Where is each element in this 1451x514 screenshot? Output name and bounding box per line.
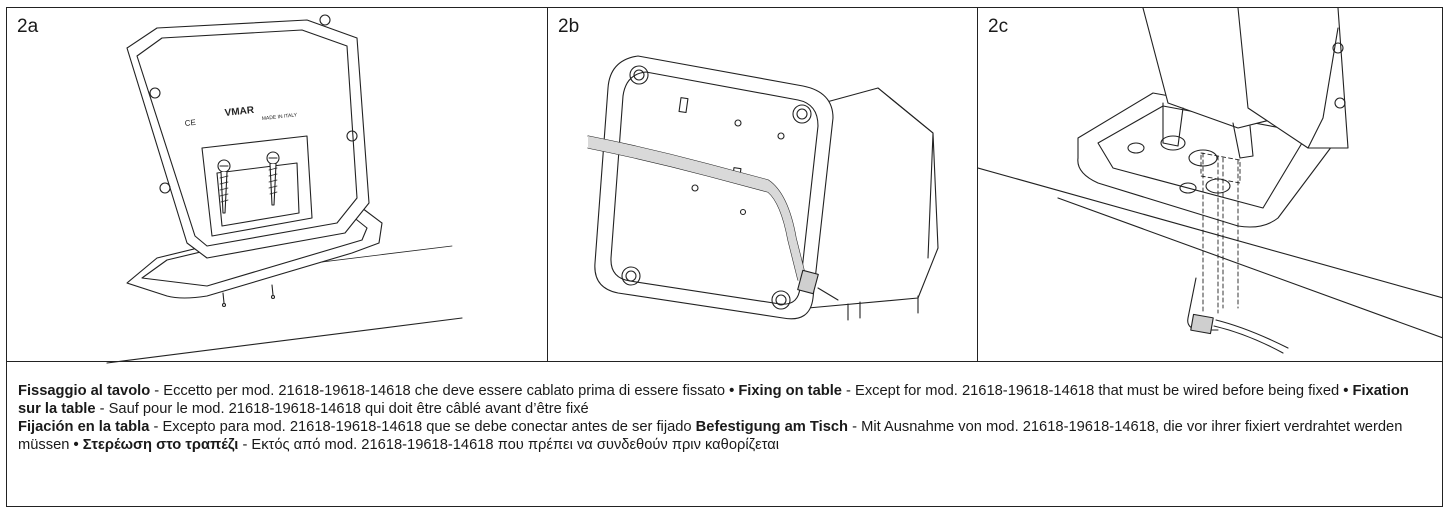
table-edge-line xyxy=(106,317,463,364)
hook xyxy=(1334,97,1346,109)
figure-2b-label: 2b xyxy=(558,16,580,37)
small-hole xyxy=(734,119,742,127)
panel-divider xyxy=(547,8,548,361)
caption-separator xyxy=(7,361,1442,362)
base-plate xyxy=(594,55,834,320)
hidden-channel xyxy=(1202,152,1239,314)
hook xyxy=(1332,42,1344,54)
ce-mark: CE xyxy=(184,118,196,128)
caption-en-text: - Except for mod. 21618-19618-14618 that… xyxy=(841,383,1344,399)
caption-it-text: - Eccetto per mod. 21618-19618-14618 che… xyxy=(150,383,730,399)
caption-de-text: - Mit Ausnahme von mod. 21618-19618-1461… xyxy=(18,419,1403,453)
illustration-2a: VMAR MADE IN ITALY CE xyxy=(106,14,463,364)
screw-tip xyxy=(221,302,227,308)
caption-separator-bullet: • xyxy=(1343,383,1349,399)
cable-tie-head xyxy=(797,269,819,295)
caption-el-title: Στερέωση στο τραπέζι xyxy=(82,437,239,453)
cable-tie-tail xyxy=(1215,319,1289,349)
caption-el-text: - Εκτός από mod. 21618-19618-14618 που π… xyxy=(238,437,779,453)
figure-2c-panel: 2c xyxy=(978,8,1443,368)
caption-en-title: Fixing on table xyxy=(738,383,842,399)
illustration-2b xyxy=(587,55,939,321)
cable-hole xyxy=(1188,149,1218,167)
caption-de-title: Befestigung am Tisch xyxy=(695,419,849,435)
housing-rim xyxy=(136,29,358,247)
hidden-channel-top xyxy=(1200,152,1241,184)
cable-hole xyxy=(1127,142,1145,154)
caption-separator-bullet: • xyxy=(729,383,735,399)
figure-2a-label: 2a xyxy=(17,16,39,37)
hook xyxy=(149,87,161,99)
caption-es-text: - Excepto para mod. 21618-19618-14618 qu… xyxy=(149,419,696,435)
bracket xyxy=(1162,102,1184,147)
corner-hole xyxy=(629,65,649,85)
wiring-recess xyxy=(201,135,313,237)
corner-hole-inner xyxy=(633,69,645,81)
cable-tie-tail xyxy=(817,287,839,301)
bracket xyxy=(1232,122,1254,159)
cable-tie-head xyxy=(1190,313,1214,335)
panel-divider xyxy=(977,8,978,361)
figure-caption: Fissaggio al tavolo - Eccetto per mod. 2… xyxy=(18,382,1423,454)
hook xyxy=(159,182,171,194)
hook xyxy=(346,130,358,142)
figure-2b-panel: 2b xyxy=(548,8,977,368)
figure-frame: 2a xyxy=(6,7,1443,507)
screw-left xyxy=(217,159,231,214)
screw-tip xyxy=(270,294,276,300)
figure-2c-label: 2c xyxy=(988,16,1009,37)
corner-hole xyxy=(792,104,812,124)
cable-hole xyxy=(1179,182,1197,194)
brand-logo-text: VMAR xyxy=(224,105,255,119)
caption-it-title: Fissaggio al tavolo xyxy=(18,383,151,399)
hook xyxy=(319,14,331,26)
caption-fr-title: Fixation sur la table xyxy=(18,383,1409,417)
cable-hole xyxy=(1160,135,1186,151)
small-hole xyxy=(691,184,699,192)
screw-tip xyxy=(271,284,274,296)
housing-edge xyxy=(877,87,934,259)
small-hole xyxy=(777,132,785,140)
caption-fr-text: - Sauf pour le mod. 21618-19618-14618 qu… xyxy=(95,401,589,417)
caption-es-title: Fijación en la tabla xyxy=(18,419,150,435)
cable-tie-fill xyxy=(588,136,806,280)
caption-separator-bullet: • xyxy=(73,437,79,453)
figure-2a-panel: 2a xyxy=(7,8,547,368)
screw-tip xyxy=(222,292,225,304)
base-plate-inner xyxy=(1097,105,1309,209)
corner-hole xyxy=(621,266,641,286)
slot xyxy=(678,97,689,114)
cable-tie-tail xyxy=(1213,325,1284,354)
table-edge-line xyxy=(1057,197,1443,339)
illustration-2c xyxy=(978,8,1443,354)
screw-right xyxy=(266,151,280,206)
housing-edge xyxy=(1307,27,1339,149)
table-edge-line xyxy=(978,167,1443,299)
housing-clip xyxy=(847,295,919,321)
corner-hole xyxy=(771,290,791,310)
base-plate-inner xyxy=(141,215,368,287)
made-in-text: MADE IN ITALY xyxy=(262,112,298,122)
small-hole xyxy=(739,208,747,216)
